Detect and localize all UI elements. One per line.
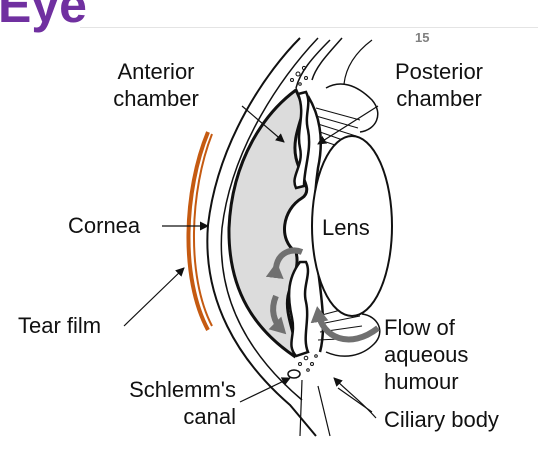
- sclera-line-2: [311, 37, 343, 81]
- ciliary-body-upper: [325, 83, 379, 133]
- schlemms-canal-shape: [287, 369, 301, 379]
- title-rule: [80, 27, 538, 28]
- lower-sclera-lines: [299, 379, 373, 437]
- leader-posterior-chamber: [317, 105, 379, 145]
- page-number: 15: [415, 30, 430, 45]
- label-lens: Lens: [322, 215, 370, 240]
- label-posterior-chamber: Posterior chamber: [394, 59, 484, 111]
- tear-film-outer: [186, 131, 210, 331]
- flow-arrow-main: [310, 306, 380, 343]
- sclera-line-3: [343, 39, 373, 85]
- label-anterior-chamber: Anterior chamber: [113, 59, 199, 111]
- iris-lower: [287, 260, 310, 358]
- leader-schlemms-canal: [239, 377, 291, 403]
- flow-arrow-curve-top: [265, 247, 304, 280]
- meshwork-dots-upper: [290, 65, 308, 86]
- label-ciliary-body: Ciliary body: [384, 407, 499, 432]
- label-flow-of-aqueous-humour: Flow of aqueous humour: [384, 315, 469, 394]
- flow-arrow-down: [268, 294, 287, 335]
- lens-shape: [311, 135, 393, 317]
- cornea-inner-line: [220, 37, 319, 401]
- slide-title: Eye: [0, 0, 87, 33]
- iris-upper: [293, 90, 311, 190]
- meshwork-dots-lower: [298, 354, 318, 372]
- label-cornea: Cornea: [68, 213, 141, 238]
- leader-anterior-chamber: [241, 105, 285, 143]
- label-schlemms-canal: Schlemm's canal: [129, 377, 236, 429]
- leader-tear-film: [123, 267, 185, 327]
- leader-ciliary-body: [333, 377, 377, 419]
- ciliary-body-lower: [325, 313, 381, 357]
- sclera-line-1: [295, 39, 331, 89]
- tear-film-inner: [192, 133, 213, 327]
- zonule-fibres-upper: [315, 107, 361, 151]
- label-tear-film: Tear film: [18, 313, 102, 338]
